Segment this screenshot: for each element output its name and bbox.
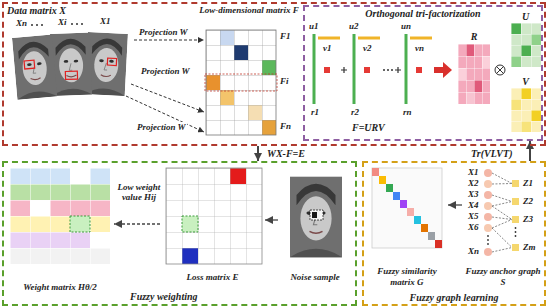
panel-title: Fuzzy weighting	[130, 291, 198, 303]
panel: Orthogonal tri-factorizationR U V	[303, 5, 543, 141]
edge-label: Low weight value Hij	[116, 182, 162, 203]
annotation-label: F1	[280, 31, 291, 41]
annotation-label: Xn	[468, 246, 479, 256]
matrix-figure: R	[455, 30, 493, 106]
figure-caption: Fuzzy similarity matrix G	[366, 266, 448, 287]
panel-title: Orthogonal tri-factorization	[305, 8, 541, 20]
annotation-label: Z3	[523, 214, 533, 224]
matrix-figure: Fuzzy similarity matrix G	[366, 165, 448, 288]
annotation-label: X3	[468, 189, 479, 199]
figure-caption: U	[508, 11, 543, 23]
connector-arrow	[448, 204, 462, 205]
figure-caption: V	[508, 76, 543, 88]
annotation-label: Projection W	[138, 27, 189, 37]
edge-label: WX-F=E	[266, 148, 306, 160]
annotation-label: Projection W	[136, 122, 187, 132]
annotation-label: Zm	[523, 242, 536, 252]
annotation-label: vn	[415, 43, 424, 53]
panel-title: Fuzzy graph learning	[364, 292, 544, 304]
panel: Fuzzy weighting Weight matrix Hθ/2 Loss ma…	[2, 161, 357, 306]
annotation-label: X5	[468, 211, 479, 221]
figure-caption: R	[455, 31, 493, 43]
matrix-figure: Weight matrix Hθ/2	[6, 165, 114, 293]
annotation-label: Fn	[280, 121, 291, 131]
annotation-label: Z2	[523, 196, 533, 206]
annotation-label: Xi	[58, 17, 67, 27]
panel: Fuzzy graph learning Fuzzy similarity mat…	[362, 161, 546, 306]
connector-arrow	[529, 141, 531, 161]
annotation-label: X2	[468, 178, 479, 188]
annotation-label: X6	[468, 222, 479, 232]
figure-caption: Fuzzy anchor graph S	[462, 266, 544, 287]
annotation-label: rn	[403, 107, 412, 117]
connector-arrow	[257, 146, 259, 161]
annotation-label: r1	[311, 107, 319, 117]
figure-caption: Loss matrix E	[160, 272, 265, 282]
edge-label: Tr(VLVT)	[470, 148, 513, 160]
annotation-label: u1	[309, 21, 319, 31]
annotation-label: F=URV	[352, 122, 385, 134]
annotation-label: Z1	[523, 178, 533, 188]
panel: Data matrix XLow-dimensional matrix FOrt…	[2, 2, 546, 146]
annotation-label: v1	[323, 43, 332, 53]
figure-caption: Noise sample	[278, 272, 352, 282]
figure-caption: Low-dimensional matrix F	[198, 5, 300, 15]
annotation-label: r2	[351, 107, 359, 117]
matrix-figure: V	[508, 75, 543, 135]
matrix-figure: U	[508, 10, 543, 70]
annotation-label: X1	[468, 167, 479, 177]
image-figure: Noise sample	[278, 170, 352, 283]
annotation-label: Fi	[280, 76, 289, 86]
connector-arrow	[114, 223, 160, 224]
matrix-figure: Loss matrix E	[160, 165, 265, 283]
annotation-label: un	[401, 21, 411, 31]
annotation-label: X4	[468, 200, 479, 210]
annotation-label: Xn	[16, 18, 27, 28]
panel-title: Data matrix X	[7, 5, 66, 17]
figure-caption: Weight matrix Hθ/2	[6, 282, 114, 292]
annotation-label: X1	[100, 16, 111, 26]
connector-arrow	[265, 219, 278, 220]
annotation-label: v2	[363, 43, 372, 53]
annotation-label: Projection W	[140, 66, 191, 76]
annotation-label: u2	[349, 21, 359, 31]
